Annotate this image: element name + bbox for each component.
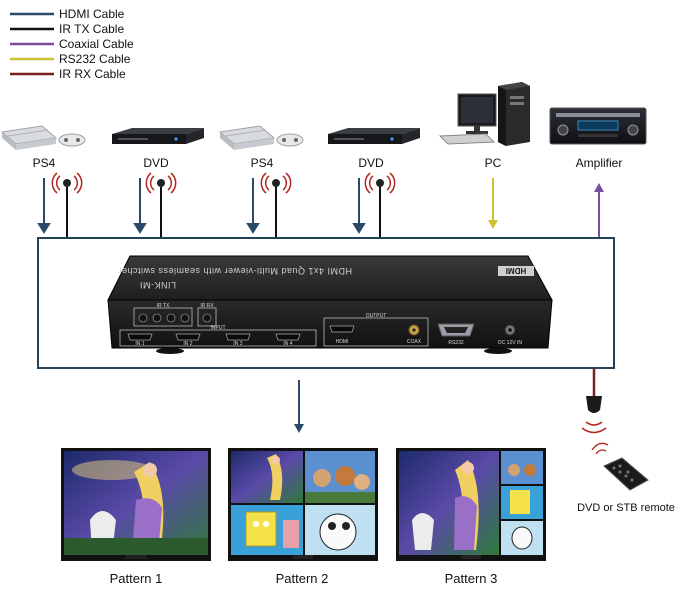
source-ps4-1: PS4 (0, 125, 86, 170)
hdmi-output-cable (294, 380, 304, 433)
hdmi-port-in1: IN 1 (127, 333, 153, 347)
legend-label: IR TX Cable (59, 22, 124, 36)
pattern-3-display: Pattern 3 (396, 448, 546, 586)
svg-text:RS232: RS232 (448, 340, 464, 346)
svg-text:IN 1: IN 1 (135, 341, 144, 347)
svg-text:IN 3: IN 3 (233, 341, 242, 347)
hdmi-input-ports: IN 1 IN 2 IN 3 IN 4 (127, 333, 301, 347)
input-panel (119, 329, 317, 347)
ir-tx-label: IR TX (157, 303, 170, 309)
svg-text:IN 4: IN 4 (283, 341, 292, 347)
device-brand: LINK-MI (139, 280, 176, 290)
output-panel (323, 317, 429, 347)
device-model-text: HDMI 4x1 Quad Multi-viewer with seamless… (118, 266, 352, 276)
output-label: OUTPUT (366, 313, 387, 319)
hdmi-port-in2: IN 2 (175, 333, 201, 347)
hdmi-output-port: HDMI (329, 325, 355, 345)
pattern-label: Pattern 2 (276, 571, 329, 586)
dvd-player-icon (328, 128, 420, 144)
pattern-1-display: Pattern 1 (61, 448, 211, 586)
hdmi-logo: HDMI (498, 266, 534, 276)
legend-label: HDMI Cable (59, 7, 125, 21)
source-pc: PC (438, 82, 530, 170)
ps4-console-icon (218, 125, 304, 150)
legend-label: RS232 Cable (59, 52, 131, 66)
pattern-label: Pattern 3 (445, 571, 498, 586)
hdmi-port-in4: IN 4 (275, 333, 301, 347)
tv-screen-quad (231, 451, 375, 555)
hdmi-port-in3: IN 3 (225, 333, 251, 347)
dc-power-port: DC 12V IN (498, 324, 522, 346)
legend-item-ir-rx: IR RX Cable (10, 67, 126, 81)
ir-emitter-icon (51, 172, 83, 194)
legend-item-rs232: RS232 Cable (10, 52, 131, 66)
desktop-pc-icon (438, 82, 530, 146)
ir-rx-label: IR RX (200, 303, 214, 309)
source-amplifier: Amplifier (549, 107, 647, 170)
ir-tx-jacks (138, 313, 190, 323)
legend-item-hdmi: HDMI Cable (10, 7, 125, 21)
svg-text:HDMI: HDMI (336, 339, 349, 345)
source-dvd-2: DVD (328, 128, 420, 170)
coax-port: COAX (407, 324, 422, 345)
device-frame (37, 237, 615, 369)
pattern-2-display: Pattern 2 (228, 448, 378, 586)
ir-tx-cables (66, 187, 381, 238)
svg-text:COAX: COAX (407, 339, 422, 345)
input-label: INPUT (211, 325, 226, 331)
ir-rx-panel (197, 307, 217, 327)
svg-text:DC 12V IN: DC 12V IN (498, 340, 522, 346)
ir-remote-icon (591, 442, 649, 491)
source-label: PS4 (33, 156, 56, 170)
source-label: Amplifier (576, 156, 623, 170)
pattern-label: Pattern 1 (110, 571, 163, 586)
cable-legend: HDMI Cable IR TX Cable Coaxial Cable RS2… (10, 7, 134, 81)
source-label: PS4 (251, 156, 274, 170)
ir-emitter-icon (145, 172, 177, 194)
dvd-player-icon (112, 128, 204, 144)
ir-tx-panel (133, 307, 193, 327)
rs232-cable (488, 178, 498, 229)
legend-label: IR RX Cable (59, 67, 126, 81)
ir-rx-jack (202, 313, 212, 323)
source-label: PC (485, 156, 502, 170)
rs232-port: RS232 (437, 323, 475, 346)
ir-tx-emitters (51, 172, 396, 194)
source-label: DVD (358, 156, 384, 170)
svg-text:IN 2: IN 2 (183, 341, 192, 347)
svg-text:HDMI: HDMI (506, 266, 526, 275)
source-label: DVD (143, 156, 169, 170)
source-dvd-1: DVD (112, 128, 204, 170)
legend-label: Coaxial Cable (59, 37, 134, 51)
coaxial-cable (594, 183, 604, 238)
ir-emitter-icon (260, 172, 292, 194)
dvd-stb-remote: DVD or STB remote (577, 442, 675, 514)
legend-item-ir-tx: IR TX Cable (10, 22, 124, 36)
tv-screen-main-plus-three (399, 451, 543, 555)
ps4-console-icon (0, 125, 86, 150)
ir-receiver-icon (581, 396, 607, 434)
tv-screen-single (64, 451, 208, 555)
ir-emitter-icon (364, 172, 396, 194)
legend-item-coaxial: Coaxial Cable (10, 37, 134, 51)
hdmi-input-cables (37, 178, 366, 234)
amplifier-icon (549, 107, 647, 145)
remote-label: DVD or STB remote (577, 502, 675, 514)
source-ps4-2: PS4 (218, 125, 304, 170)
multiviewer-device: LINK-MI HDMI 4x1 Quad Multi-viewer with … (107, 255, 553, 354)
